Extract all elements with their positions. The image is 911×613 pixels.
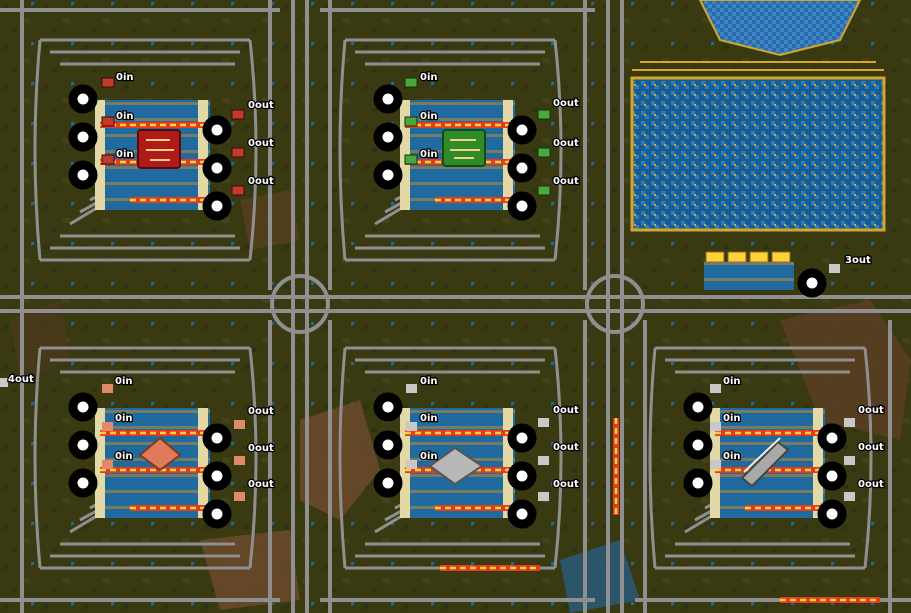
input-label: 0in — [115, 413, 133, 424]
edge-station-label: 4out — [8, 374, 34, 385]
output-label: 0out — [553, 442, 579, 453]
input-label: 0in — [115, 376, 133, 387]
station-labels: 0in 0in 0in 0out 0out 0out 0in 0in 0in 0… — [7, 71, 885, 492]
output-label: 0out — [553, 176, 579, 187]
solar-train-stop[interactable] — [797, 268, 827, 298]
output-label: 0out — [858, 442, 884, 453]
output-label: 0out — [858, 479, 884, 490]
output-label: 0out — [248, 176, 274, 187]
output-label: 0out — [553, 405, 579, 416]
input-label: 0in — [420, 72, 438, 83]
input-label: 0in — [420, 111, 438, 122]
input-label: 0in — [116, 149, 134, 160]
input-label: 0in — [115, 451, 133, 462]
electronic-circuit-icon — [137, 129, 181, 169]
output-label: 0out — [553, 479, 579, 490]
output-label: 0out — [248, 138, 274, 149]
copper-plate-icon — [138, 436, 182, 472]
input-label: 0in — [420, 376, 438, 387]
output-label: 0out — [553, 98, 579, 109]
input-label: 0in — [723, 413, 741, 424]
solar-station-label: 3out — [845, 255, 871, 266]
output-label: 0out — [858, 405, 884, 416]
green-circuit-icon — [442, 129, 486, 167]
iron-plate-icon — [428, 446, 484, 486]
output-label: 0out — [248, 406, 274, 417]
input-label: 0in — [723, 451, 741, 462]
output-label: 0out — [248, 100, 274, 111]
input-label: 0in — [420, 149, 438, 160]
item-markers — [0, 77, 855, 501]
input-label: 0in — [420, 451, 438, 462]
output-label: 0out — [248, 479, 274, 490]
input-label: 0in — [420, 413, 438, 424]
input-label: 0in — [116, 72, 134, 83]
train-stop-inputs — [68, 84, 98, 190]
loose-belts — [440, 418, 880, 603]
solar-field[interactable] — [630, 0, 886, 290]
output-label: 0out — [248, 443, 274, 454]
input-label: 0in — [723, 376, 741, 387]
train-stop-outputs — [202, 115, 232, 221]
input-label: 0in — [116, 111, 134, 122]
steel-beam-icon — [740, 437, 790, 488]
output-label: 0out — [553, 138, 579, 149]
